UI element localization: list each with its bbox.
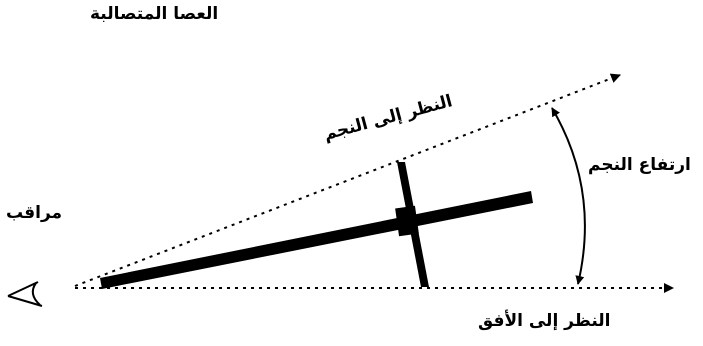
horizon-sight-label: النظر إلى الأفق — [478, 311, 611, 331]
observer-label: مراقب — [6, 203, 63, 223]
altitude-arc — [551, 107, 586, 285]
star-sight-line — [74, 73, 621, 287]
slider-block — [395, 205, 419, 237]
staff-rod — [100, 191, 533, 289]
diagram-title: العصا المتصالبة — [90, 4, 219, 24]
star-altitude-label: ارتفاع النجم — [588, 155, 691, 175]
eye-icon — [7, 281, 43, 307]
